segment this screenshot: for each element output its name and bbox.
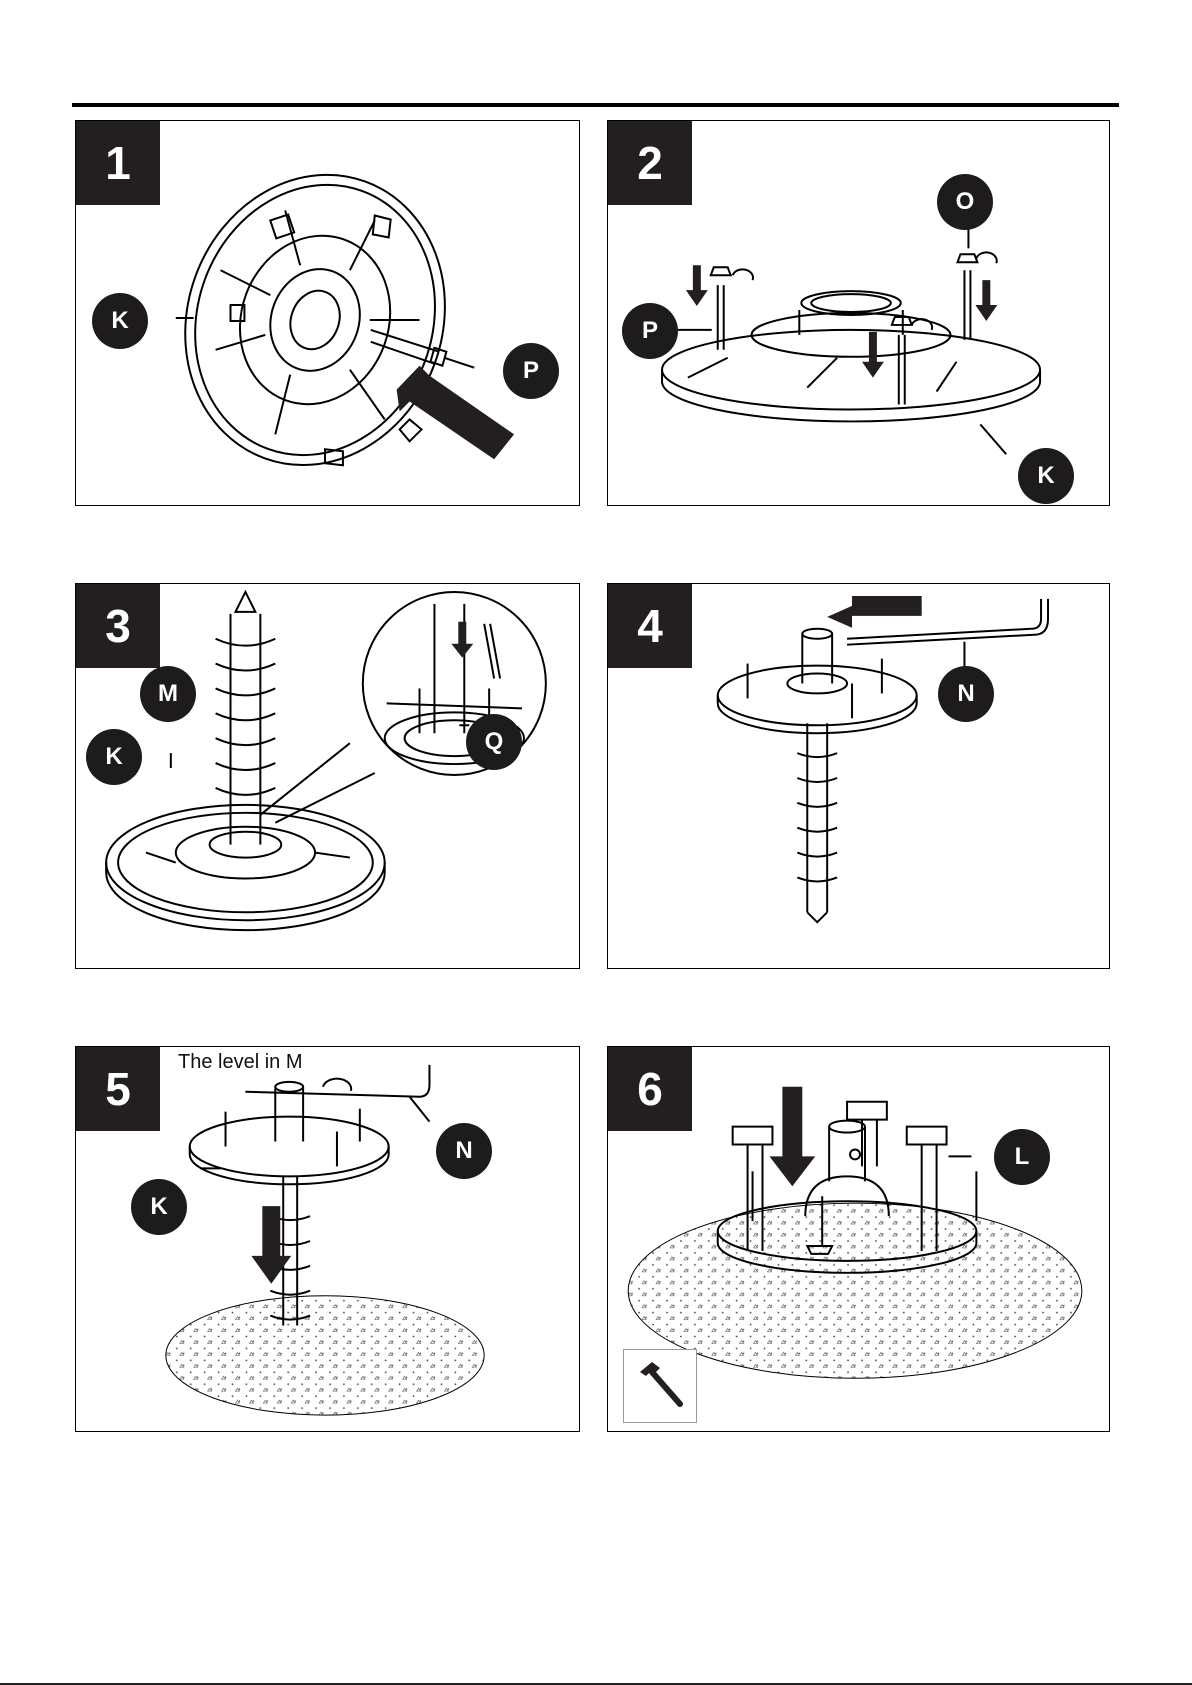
base-plate-back-illustration	[76, 121, 579, 505]
callout-n: N	[436, 1123, 492, 1179]
step-1-panel: 1 K P	[75, 120, 580, 506]
step-5-panel: 5 The level in M	[75, 1046, 580, 1432]
step-3-panel: 3	[75, 583, 580, 969]
hammer-icon	[624, 1350, 696, 1422]
callout-m: M	[140, 666, 196, 722]
callout-l: L	[994, 1129, 1050, 1185]
base-plate-bolts-illustration	[608, 121, 1109, 505]
step-6-panel: 6	[607, 1046, 1110, 1432]
arrow-icon	[397, 366, 514, 460]
step-2-panel: 2	[607, 120, 1110, 506]
header-rule	[72, 103, 1119, 107]
callout-p: P	[503, 343, 559, 399]
arrow-icon	[686, 265, 997, 377]
callout-p: P	[622, 303, 678, 359]
callout-k: K	[86, 729, 142, 785]
auger-assembly-illustration	[76, 584, 579, 968]
callout-k: K	[92, 293, 148, 349]
arrow-icon	[451, 622, 473, 658]
callout-q: Q	[466, 714, 522, 770]
arrow-icon	[769, 1087, 815, 1186]
step-4-panel: 4 N	[607, 583, 1110, 969]
callout-o: O	[937, 174, 993, 230]
auger-into-ground-illustration	[76, 1047, 579, 1431]
callout-k: K	[131, 1179, 187, 1235]
callout-k: K	[1018, 448, 1074, 504]
auger-with-wrench-illustration	[608, 584, 1109, 968]
hammer-icon-box	[623, 1349, 697, 1423]
arrow-icon	[827, 596, 922, 628]
callout-n: N	[938, 666, 994, 722]
